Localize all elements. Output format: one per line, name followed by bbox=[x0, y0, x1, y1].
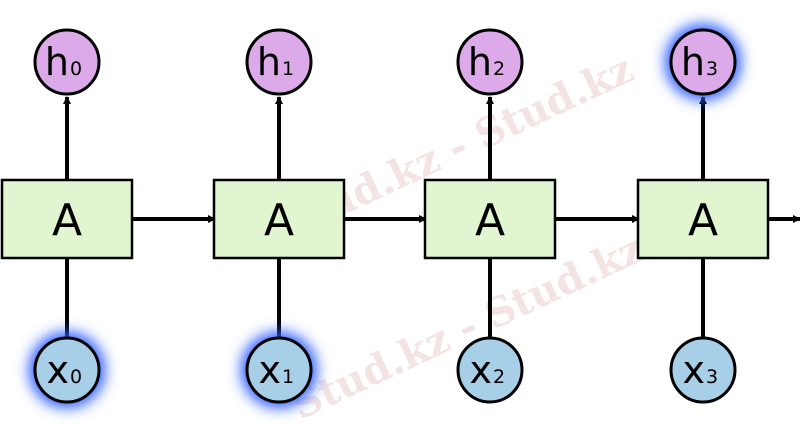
input-node-subscript: 1 bbox=[282, 366, 294, 388]
rnn-cell-box bbox=[423, 178, 557, 260]
input-node-circle bbox=[456, 336, 524, 404]
input-node-circle bbox=[669, 336, 737, 404]
hidden-state-node-circle bbox=[456, 28, 524, 96]
rnn-cell-label: A bbox=[688, 195, 718, 246]
input-node-subscript: 3 bbox=[706, 366, 718, 388]
rnn-cell-label: A bbox=[264, 195, 294, 246]
rnn-cell-box bbox=[212, 178, 346, 260]
hidden-state-node-circle bbox=[33, 28, 101, 96]
input-node-circle bbox=[33, 336, 101, 404]
hidden-state-node-circle bbox=[245, 28, 313, 96]
hidden-state-node-subscript: 2 bbox=[493, 58, 505, 80]
hidden-state-node-label: h bbox=[468, 40, 492, 84]
rnn-cell-label: A bbox=[475, 195, 505, 246]
input-node-subscript: 2 bbox=[493, 366, 505, 388]
hidden-state-node-subscript: 3 bbox=[706, 58, 718, 80]
hidden-state-node-label: h bbox=[681, 40, 705, 84]
input-node-label: x bbox=[683, 348, 706, 392]
input-node-label: x bbox=[47, 348, 70, 392]
hidden-state-node-circle bbox=[669, 28, 737, 96]
hidden-state-node-subscript: 1 bbox=[282, 58, 294, 80]
hidden-state-node-label: h bbox=[45, 40, 69, 84]
rnn-cell-label: A bbox=[52, 195, 82, 246]
input-node-label: x bbox=[470, 348, 493, 392]
rnn-cell-box bbox=[0, 178, 134, 260]
input-node-circle bbox=[245, 336, 313, 404]
rnn-cell-box bbox=[636, 178, 770, 260]
hidden-state-node-subscript: 0 bbox=[70, 58, 82, 80]
input-node-label: x bbox=[259, 348, 282, 392]
hidden-state-node-label: h bbox=[257, 40, 281, 84]
input-node-subscript: 0 bbox=[70, 366, 82, 388]
